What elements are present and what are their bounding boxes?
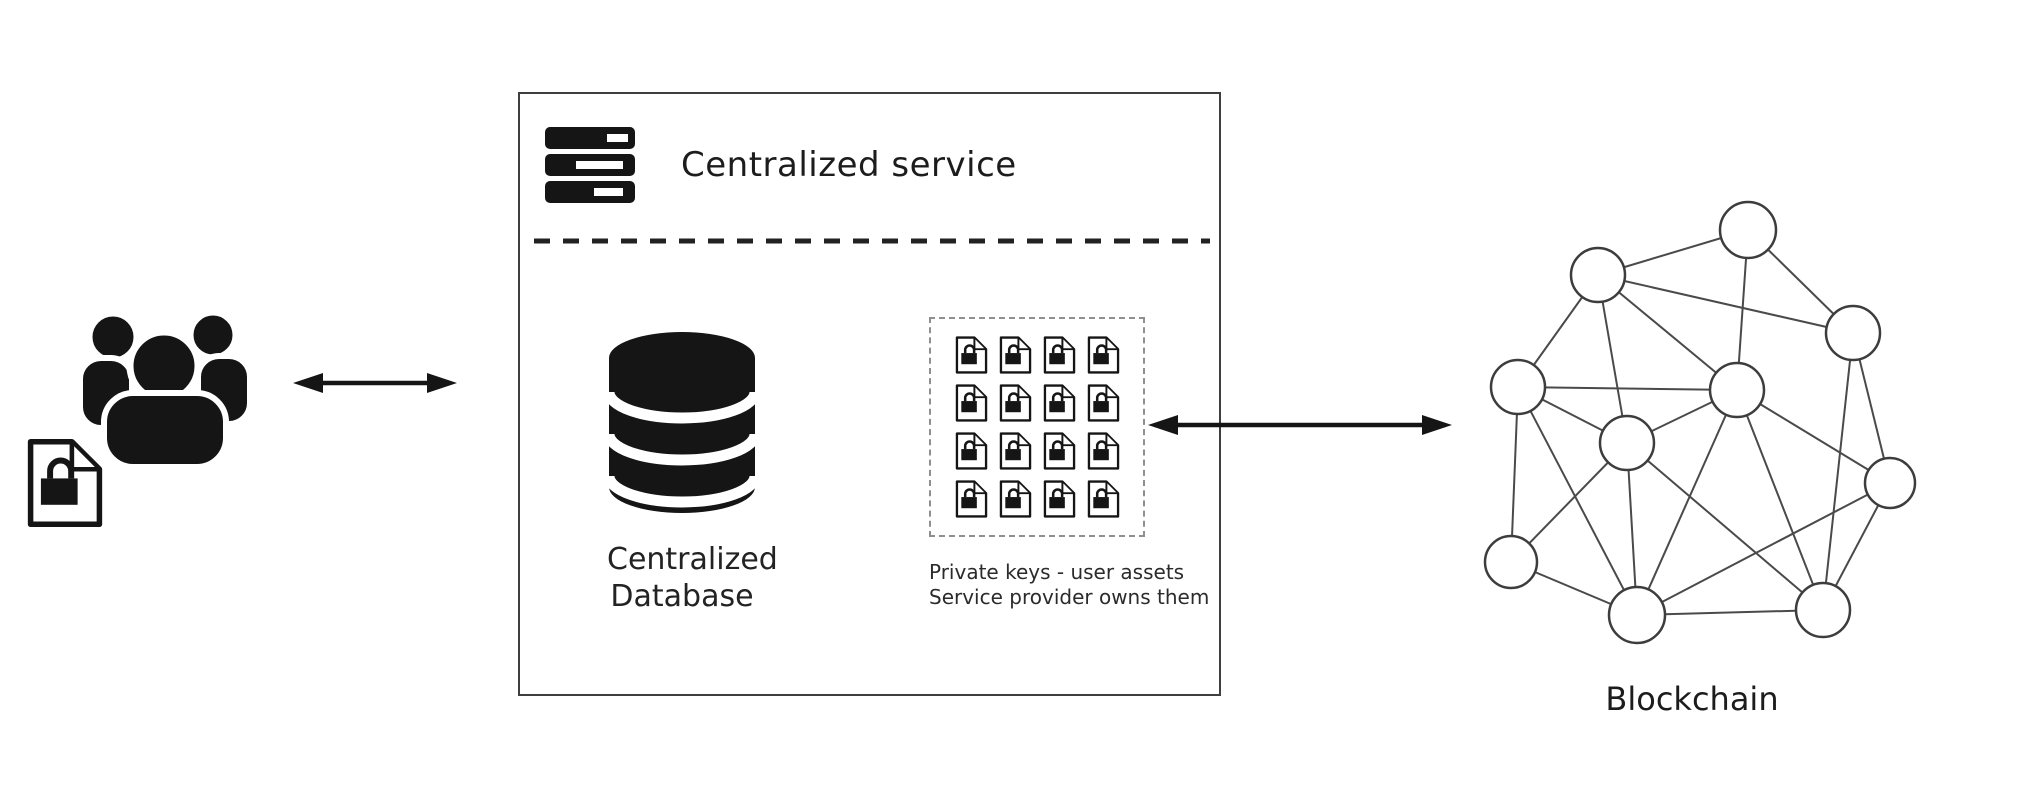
private-key-document-icon	[955, 384, 987, 422]
private-keys-dotted-box	[929, 317, 1145, 537]
network-edge	[1517, 386, 1638, 616]
private-key-document-icon	[1087, 480, 1119, 518]
network-node	[1708, 361, 1766, 419]
database-label-line1: Centralized	[607, 542, 778, 577]
database-label-line2: Database	[610, 579, 754, 614]
bidirectional-arrow-icon	[293, 373, 457, 393]
blockchain-network	[1483, 200, 1917, 645]
network-edge	[1597, 274, 1738, 391]
private-key-document-icon	[1087, 432, 1119, 470]
users-group-icon	[80, 308, 250, 470]
service-box-title: Centralized service	[681, 145, 1017, 185]
database-group: Centralized Database	[607, 330, 778, 615]
network-node	[1598, 414, 1656, 472]
centralized-service-box: Centralized service Centralized Database…	[518, 92, 1221, 696]
database-label: Centralized Database	[607, 541, 778, 615]
private-key-document-icon	[1043, 384, 1075, 422]
private-key-document-icon	[1043, 432, 1075, 470]
network-edge	[1597, 274, 1628, 444]
private-key-document-icon	[1087, 384, 1119, 422]
network-edge	[1517, 386, 1738, 391]
network-node	[1569, 246, 1627, 304]
private-key-document-icon	[999, 384, 1031, 422]
network-node	[1607, 585, 1667, 645]
private-key-document-icon	[999, 480, 1031, 518]
network-edge	[1626, 442, 1824, 611]
network-edge	[1597, 274, 1854, 334]
bidirectional-arrow-icon	[1148, 415, 1452, 435]
network-edge	[1636, 609, 1824, 616]
server-stack-icon	[545, 127, 635, 203]
network-node	[1863, 456, 1917, 510]
private-key-document-icon	[999, 432, 1031, 470]
private-key-document-icon	[999, 336, 1031, 374]
private-key-document-icon	[955, 432, 987, 470]
network-node	[1718, 200, 1778, 260]
private-keys-caption-line1: Private keys - user assets	[929, 560, 1185, 584]
private-key-document-icon	[1043, 480, 1075, 518]
dashed-divider	[534, 238, 1210, 244]
network-edge	[1636, 482, 1891, 616]
network-edge	[1510, 386, 1519, 563]
private-keys-caption: Private keys - user assets Service provi…	[929, 560, 1210, 610]
network-edge	[1822, 332, 1854, 611]
blockchain-label: Blockchain	[1605, 680, 1779, 718]
private-key-document-icon	[955, 336, 987, 374]
document-lock-icon	[26, 436, 104, 530]
network-node	[1489, 358, 1547, 416]
private-key-document-icon	[955, 480, 987, 518]
network-node	[1794, 581, 1852, 639]
private-key-document-icon	[1043, 336, 1075, 374]
private-key-document-icon	[1087, 336, 1119, 374]
network-node	[1483, 534, 1539, 590]
network-edge	[1736, 389, 1891, 484]
service-header: Centralized service	[545, 127, 1017, 203]
private-keys-caption-line2: Service provider owns them	[929, 585, 1210, 609]
database-cylinder-icon	[607, 332, 757, 513]
network-edge	[1736, 389, 1824, 611]
network-edge	[1636, 389, 1738, 616]
network-node	[1824, 304, 1882, 362]
private-keys-grid	[955, 335, 1120, 519]
